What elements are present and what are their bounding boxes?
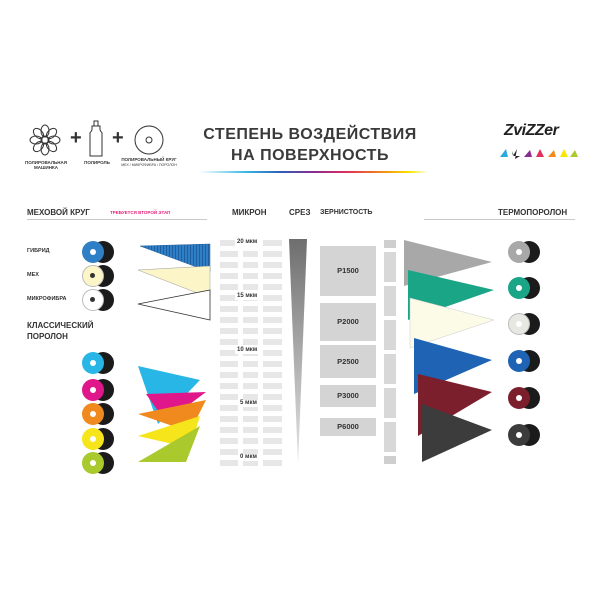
header-step-pad bbox=[133, 124, 165, 156]
grit-block-p6000: P6000 bbox=[320, 418, 376, 436]
thermo-pad-white-icon bbox=[508, 313, 530, 335]
grit-label-p1500: P1500 bbox=[337, 266, 359, 275]
foam-pad-orange-icon bbox=[82, 403, 104, 425]
cut-column-title: СРЕЗ bbox=[289, 208, 311, 217]
foam-pad-yellow-icon bbox=[82, 428, 104, 450]
step-polish-label: ПОЛИРОЛЬ bbox=[84, 160, 110, 165]
plus-sign-2: + bbox=[112, 127, 124, 149]
grit-label-p2500: P2500 bbox=[337, 357, 359, 366]
micron-label-5: 5 мкм bbox=[238, 400, 259, 407]
grit-label-p3000: P3000 bbox=[337, 391, 359, 400]
page-title-line1: СТЕПЕНЬ ВОЗДЕЙСТВИЯ bbox=[203, 126, 417, 143]
thermo-pad-teal-icon bbox=[508, 277, 530, 299]
thermo-pad-dark-icon bbox=[508, 424, 530, 446]
logo-triangles-icon bbox=[500, 149, 578, 159]
grit-block-p3000: P3000 bbox=[320, 385, 376, 407]
micron-label-15: 15 мкм bbox=[235, 293, 260, 300]
grit-label-p6000: P6000 bbox=[337, 422, 359, 431]
fur-pad-note: ТРЕБУЕТСЯ ВТОРОЙ ЭТАП bbox=[110, 210, 171, 215]
page-title-line2: НА ПОВЕРХНОСТЬ bbox=[231, 147, 389, 164]
brand-logo: ZviZZer bbox=[504, 122, 559, 139]
flag-thermo-white bbox=[409, 297, 495, 349]
header-step-machine bbox=[28, 123, 62, 157]
right-rail bbox=[384, 240, 396, 466]
flag-foam-green bbox=[138, 426, 200, 462]
polishing-pad-icon bbox=[134, 125, 164, 155]
fur-item-fur-label: МЕХ bbox=[27, 272, 39, 278]
foam-pad-green-icon bbox=[82, 452, 104, 474]
flag-microfiber bbox=[137, 289, 211, 321]
micron-column-title: МИКРОН bbox=[232, 208, 267, 217]
fur-item-microfiber-label: МИКРОФИБРА bbox=[27, 296, 67, 302]
grit-block-p2500: P2500 bbox=[320, 345, 376, 378]
flag-hybrid bbox=[139, 243, 211, 273]
micron-label-20: 20 мкм bbox=[235, 239, 260, 246]
micron-label-10: 10 мкм bbox=[235, 347, 260, 354]
thermo-foam-title: ТЕРМОПОРОЛОН bbox=[498, 208, 568, 217]
flag-thermo-dark bbox=[422, 404, 492, 462]
header-step-polish bbox=[88, 120, 104, 158]
foam-pad-blue-icon bbox=[82, 352, 104, 374]
cut-wedge bbox=[289, 239, 307, 465]
fur-pad-icon bbox=[82, 265, 104, 287]
microfiber-pad-icon bbox=[82, 289, 104, 311]
thermo-pad-gray-icon bbox=[508, 241, 530, 263]
grit-label-p2000: P2000 bbox=[337, 317, 359, 326]
step-pad-label: ПОЛИРОВАЛЬНЫЙ КРУГ bbox=[121, 157, 177, 162]
plus-sign-1: + bbox=[70, 127, 82, 149]
fur-pad-title: МЕХОВОЙ КРУГ bbox=[27, 208, 90, 217]
step-pad-sublabel: МЕХ / МИКРОФИБРА / ПОРОЛОН bbox=[121, 163, 177, 167]
polisher-machine-icon bbox=[29, 124, 61, 156]
fur-item-hybrid-label: ГИБРИД bbox=[27, 248, 50, 254]
right-flags bbox=[404, 240, 495, 462]
brand-logo-marks bbox=[500, 146, 580, 159]
left-flags bbox=[137, 243, 211, 462]
title-rainbow-underline bbox=[200, 171, 428, 173]
polish-bottle-icon bbox=[89, 120, 103, 157]
classic-foam-title-line2: ПОРОЛОН bbox=[27, 332, 68, 341]
thermo-pad-blue-icon bbox=[508, 350, 530, 372]
step-machine-label: ПОЛИРОВАЛЬНАЯ МАШИНКА bbox=[25, 160, 67, 170]
left-section-divider bbox=[27, 219, 207, 220]
right-section-divider bbox=[424, 219, 575, 220]
hybrid-pad-icon bbox=[82, 241, 104, 263]
grit-block-p2000: P2000 bbox=[320, 303, 376, 341]
foam-pad-magenta-icon bbox=[82, 379, 104, 401]
thermo-pad-maroon-icon bbox=[508, 387, 530, 409]
classic-foam-title-line1: КЛАССИЧЕСКИЙ bbox=[27, 321, 94, 330]
grit-column-title: ЗЕРНИСТОСТЬ bbox=[320, 209, 373, 216]
micron-label-0: 0 мкм bbox=[238, 454, 259, 461]
flag-fur bbox=[137, 265, 211, 299]
grit-block-p1500: P1500 bbox=[320, 246, 376, 296]
